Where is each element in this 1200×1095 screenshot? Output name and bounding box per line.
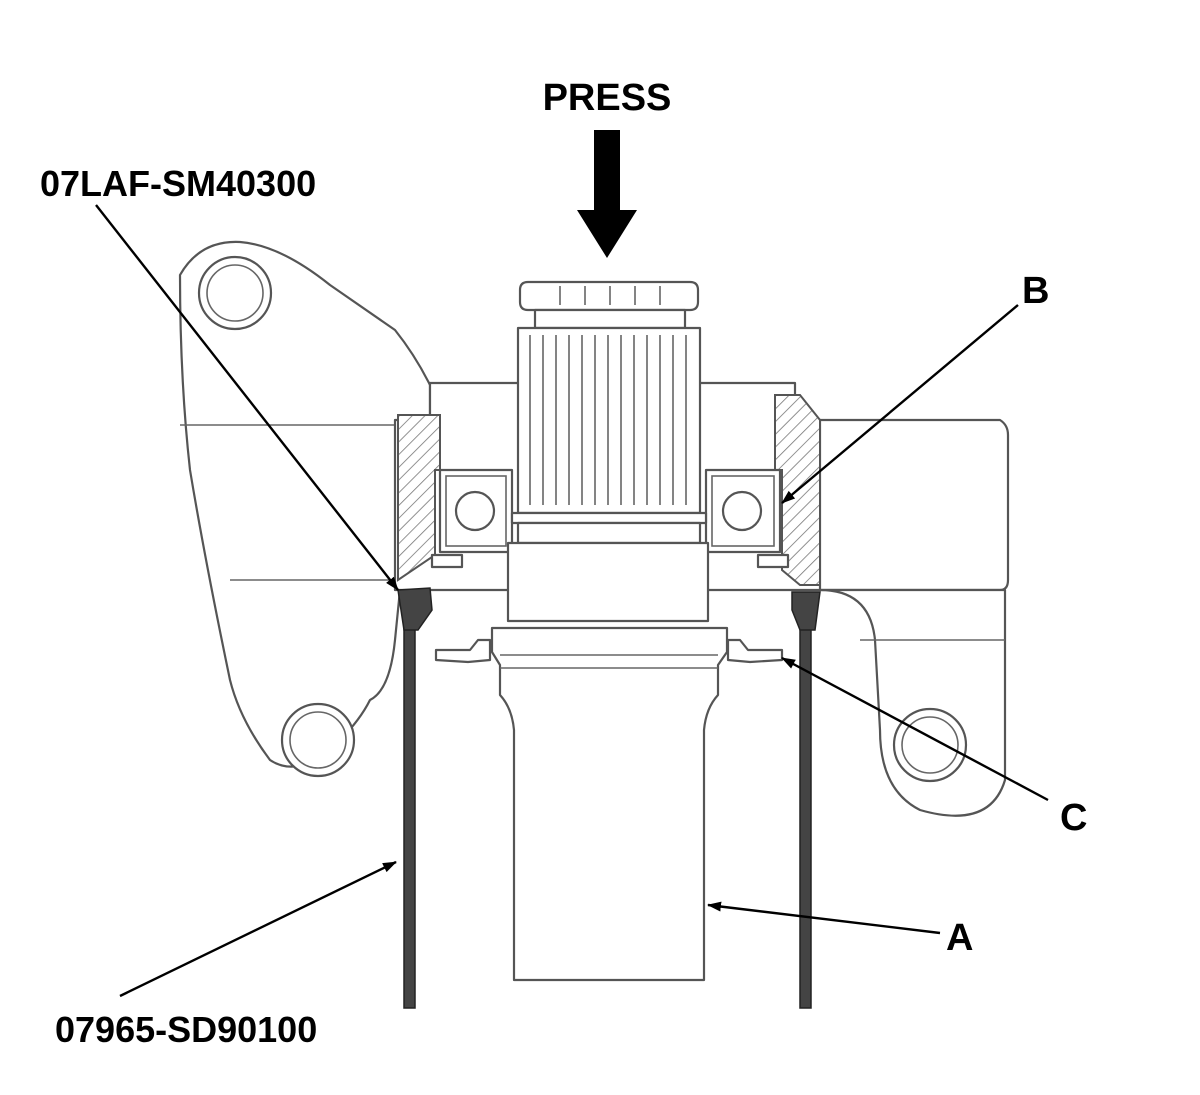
- callout-c-label: C: [1060, 797, 1087, 839]
- bearing-ball-right: [721, 490, 763, 532]
- tool-attachment-07LAF: [397, 587, 821, 631]
- press-label: PRESS: [543, 77, 672, 119]
- bearing-right: [704, 468, 790, 569]
- callout-b-label: B: [1022, 270, 1049, 312]
- tool-upper-label: 07LAF-SM40300: [40, 163, 316, 204]
- tool-lower-label: 07965-SD90100: [55, 1009, 317, 1050]
- leader-lines: [95, 204, 1049, 998]
- bearing-ball-left: [454, 490, 496, 532]
- lower-right-mount-hole: [892, 707, 968, 783]
- press-arrow: [577, 130, 637, 258]
- snap-ring: [434, 638, 492, 664]
- callout-a-label: A: [946, 917, 973, 959]
- upper-mount-hole: [197, 255, 273, 331]
- bearing-left: [430, 468, 514, 569]
- drive-shaft: [434, 626, 784, 982]
- hub-shaft: [506, 280, 710, 623]
- knuckle-housing: [178, 240, 1010, 817]
- lower-left-mount-hole: [280, 702, 356, 778]
